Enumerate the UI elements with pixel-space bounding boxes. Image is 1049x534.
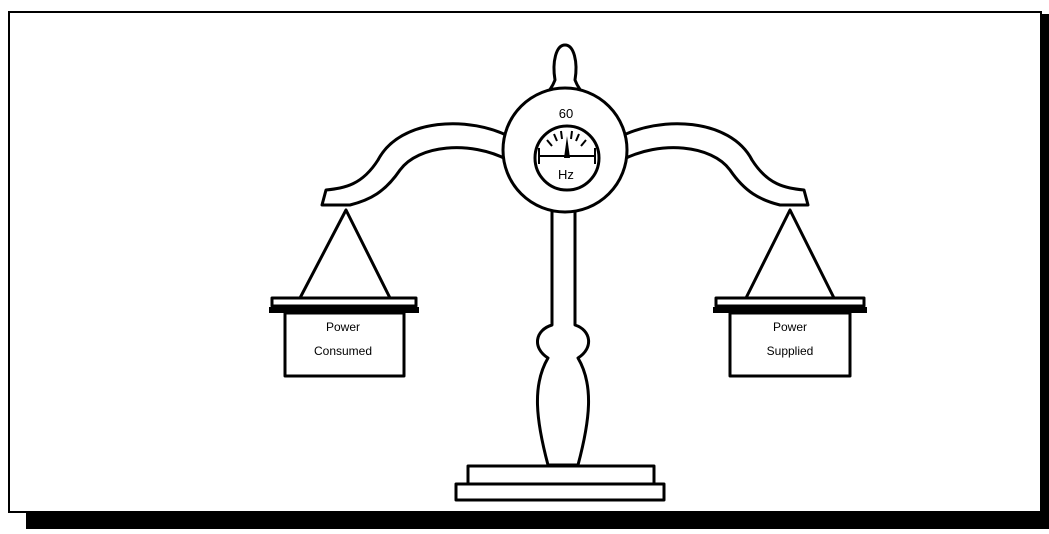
power-consumed-line1: Power <box>326 320 360 334</box>
power-consumed-line2: Consumed <box>314 344 372 358</box>
power-supplied-line2: Supplied <box>767 344 814 358</box>
gauge-value-label: 60 <box>559 106 573 121</box>
power-supplied-line1: Power <box>773 320 807 334</box>
gauge-unit-label: Hz <box>558 167 574 182</box>
left-pan-plate <box>269 298 419 313</box>
frame-border <box>9 12 1041 512</box>
right-pan-plate <box>713 298 867 313</box>
scale-base <box>456 466 664 500</box>
frame-shadow <box>26 512 1049 529</box>
